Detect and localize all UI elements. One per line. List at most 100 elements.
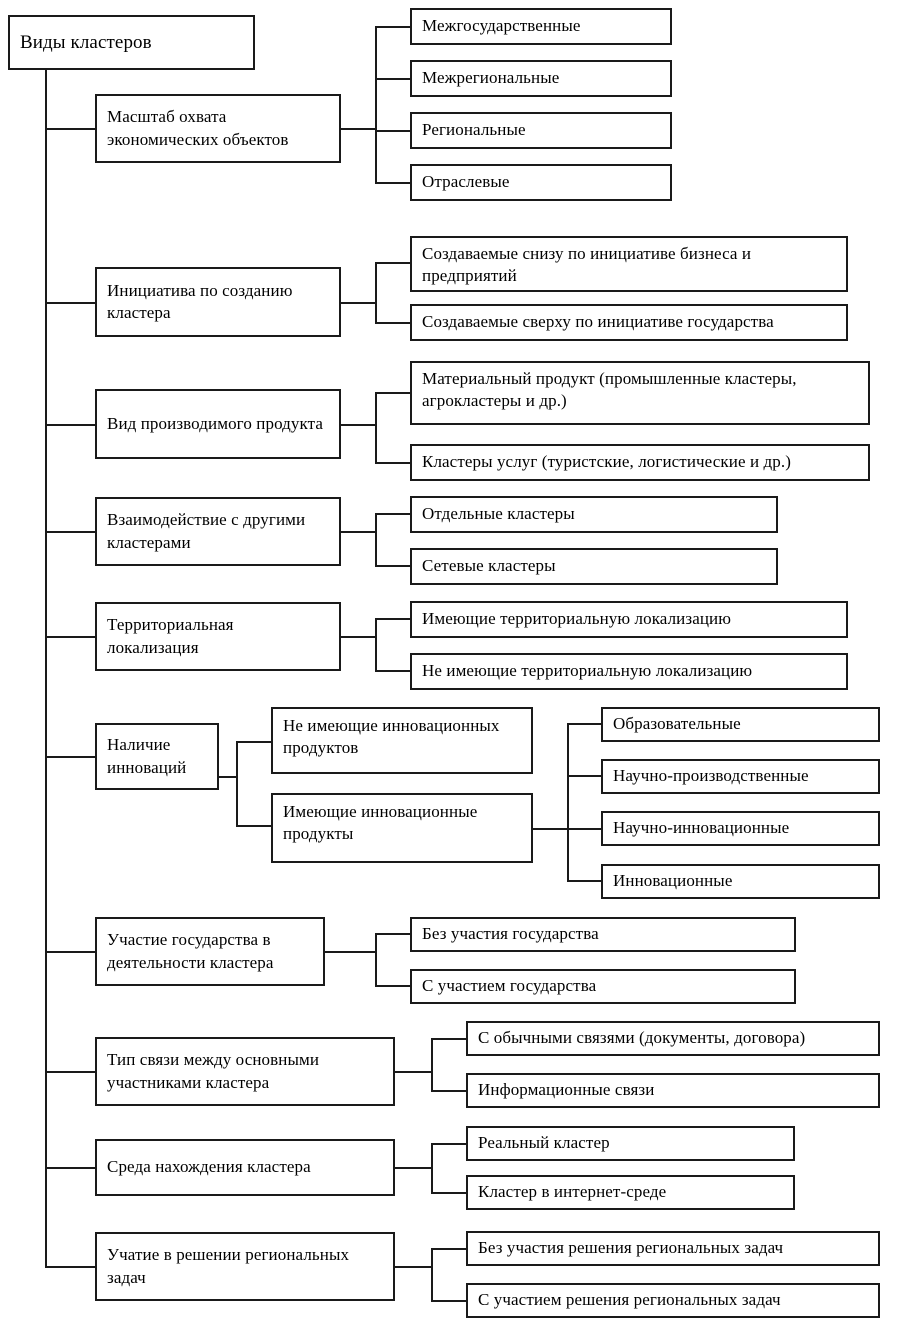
leaf-node-6-2-3: Научно-инновационные (601, 811, 880, 846)
connector-branch-3-child-1 (375, 392, 411, 394)
connector-trunk-to-branch-10 (45, 1266, 96, 1268)
connector-branch-4-spine (375, 513, 377, 567)
leaf-node-9-1: Реальный кластер (466, 1126, 795, 1161)
connector-branch-7-child-2 (375, 985, 411, 987)
leaf-node-9-1-label: Реальный кластер (478, 1133, 610, 1153)
leaf-node-6-2-4: Инновационные (601, 864, 880, 899)
connector-branch-2-child-2 (375, 322, 411, 324)
branch-node-1-label: Масштаб охвата экономических объектов (107, 107, 289, 149)
leaf-node-3-1: Материальный продукт (промышленные класт… (410, 361, 870, 425)
connector-branch-4-out (341, 531, 377, 533)
connector-subbranch-6-2-child-2 (567, 775, 603, 777)
branch-node-5-label: Территориальная локализация (107, 615, 234, 657)
connector-trunk-to-branch-2 (45, 302, 96, 304)
connector-branch-8-spine (431, 1038, 433, 1092)
connector-branch-6-out (219, 776, 238, 778)
connector-branch-10-out (395, 1266, 433, 1268)
leaf-node-5-2-label: Не имеющие территориальную локализацию (422, 661, 753, 681)
connector-branch-8-child-1 (431, 1038, 467, 1040)
leaf-node-8-1: С обычными связями (документы, договора) (466, 1021, 880, 1056)
leaf-node-6-2-1: Образовательные (601, 707, 880, 742)
leaf-node-6-1-label: Не имеющие инновационных продуктов (283, 716, 500, 758)
leaf-node-10-2: С участием решения региональных задач (466, 1283, 880, 1318)
leaf-node-8-2-label: Информационные связи (478, 1080, 655, 1100)
connector-trunk-to-branch-3 (45, 424, 96, 426)
leaf-node-10-1-label: Без участия решения региональных задач (478, 1238, 784, 1258)
branch-node-9: Среда нахождения кластера (95, 1139, 395, 1196)
connector-branch-8-child-2 (431, 1090, 467, 1092)
leaf-node-7-1: Без участия государства (410, 917, 796, 952)
connector-branch-10-child-2 (431, 1300, 467, 1302)
connector-branch-3-child-2 (375, 462, 411, 464)
connector-subbranch-6-2-child-1 (567, 723, 603, 725)
branch-node-5: Территориальная локализация (95, 602, 341, 671)
branch-node-2-label: Инициатива по созданию кластера (107, 280, 293, 322)
connector-trunk-to-branch-1 (45, 128, 96, 130)
connector-branch-6-child-2 (236, 825, 272, 827)
connector-branch-5-child-2 (375, 670, 411, 672)
connector-branch-5-spine (375, 618, 377, 672)
connector-branch-1-child-3 (375, 130, 411, 132)
branch-node-3: Вид производимого продукта (95, 389, 341, 459)
connector-branch-7-child-1 (375, 933, 411, 935)
connector-branch-9-out (395, 1167, 433, 1169)
leaf-node-7-2: С участием государства (410, 969, 796, 1004)
connector-branch-5-child-1 (375, 618, 411, 620)
leaf-node-2-2-label: Создаваемые сверху по инициативе государ… (422, 312, 774, 332)
leaf-node-6-2: Имеющие инновационные продукты (271, 793, 533, 863)
connector-branch-2-child-1 (375, 262, 411, 264)
leaf-node-4-1-label: Отдельные кластеры (422, 504, 575, 524)
branch-node-1: Масштаб охвата экономических объектов (95, 94, 341, 163)
leaf-node-5-1: Имеющие территориальную локализацию (410, 601, 848, 638)
connector-branch-1-spine (375, 26, 377, 183)
leaf-node-1-2: Межрегиональные (410, 60, 672, 97)
leaf-node-1-1: Межгосударственные (410, 8, 672, 45)
leaf-node-7-2-label: С участием государства (422, 976, 597, 996)
connector-branch-7-spine (375, 933, 377, 987)
leaf-node-4-2-label: Сетевые кластеры (422, 556, 556, 576)
root-node-cluster-types: Виды кластеров (8, 15, 255, 70)
branch-node-7: Участие государства в деятельности класт… (95, 917, 325, 986)
connector-branch-10-child-1 (431, 1248, 467, 1250)
connector-branch-1-child-4 (375, 182, 411, 184)
leaf-node-3-1-label: Материальный продукт (промышленные класт… (422, 369, 797, 411)
root-node-label: Виды кластеров (20, 31, 152, 53)
leaf-node-8-1-label: С обычными связями (документы, договора) (478, 1028, 806, 1048)
connector-branch-5-out (341, 636, 377, 638)
connector-branch-1-child-2 (375, 78, 411, 80)
leaf-node-6-2-2-label: Научно-производственные (613, 766, 809, 786)
connector-branch-3-spine (375, 392, 377, 464)
leaf-node-1-1-label: Межгосударственные (422, 16, 581, 36)
connector-trunk-to-branch-9 (45, 1167, 96, 1169)
branch-node-2: Инициатива по созданию кластера (95, 267, 341, 337)
leaf-node-4-2: Сетевые кластеры (410, 548, 778, 585)
connector-branch-3-out (341, 424, 377, 426)
connector-trunk-to-branch-6 (45, 756, 96, 758)
leaf-node-1-3-label: Региональные (422, 120, 526, 140)
connector-branch-6-spine (236, 741, 238, 827)
branch-node-3-label: Вид производимого продукта (107, 413, 324, 433)
connector-branch-1-out (341, 128, 377, 130)
leaf-node-6-2-4-label: Инновационные (613, 871, 733, 891)
leaf-node-1-4-label: Отраслевые (422, 172, 510, 192)
connector-branch-7-out (325, 951, 377, 953)
connector-trunk-to-branch-8 (45, 1071, 96, 1073)
leaf-node-3-2-label: Кластеры услуг (туристские, логистически… (422, 452, 791, 472)
branch-node-4-label: Взаимодействие с другими кластерами (107, 510, 306, 552)
connector-trunk-to-branch-4 (45, 531, 96, 533)
leaf-node-9-2-label: Кластер в интернет-среде (478, 1182, 667, 1202)
connector-branch-10-spine (431, 1248, 433, 1302)
connector-branch-1-child-1 (375, 26, 411, 28)
leaf-node-1-4: Отраслевые (410, 164, 672, 201)
leaf-node-6-2-1-label: Образовательные (613, 714, 741, 734)
leaf-node-5-1-label: Имеющие территориальную локализацию (422, 609, 732, 629)
branch-node-8-label: Тип связи между основными участниками кл… (107, 1050, 320, 1092)
connector-branch-9-child-1 (431, 1143, 467, 1145)
leaf-node-2-1-label: Создаваемые снизу по инициативе бизнеса … (422, 244, 752, 286)
leaf-node-1-3: Региональные (410, 112, 672, 149)
leaf-node-6-1: Не имеющие инновационных продуктов (271, 707, 533, 774)
connector-branch-9-spine (431, 1143, 433, 1194)
connector-branch-4-child-2 (375, 565, 411, 567)
leaf-node-2-1: Создаваемые снизу по инициативе бизнеса … (410, 236, 848, 292)
